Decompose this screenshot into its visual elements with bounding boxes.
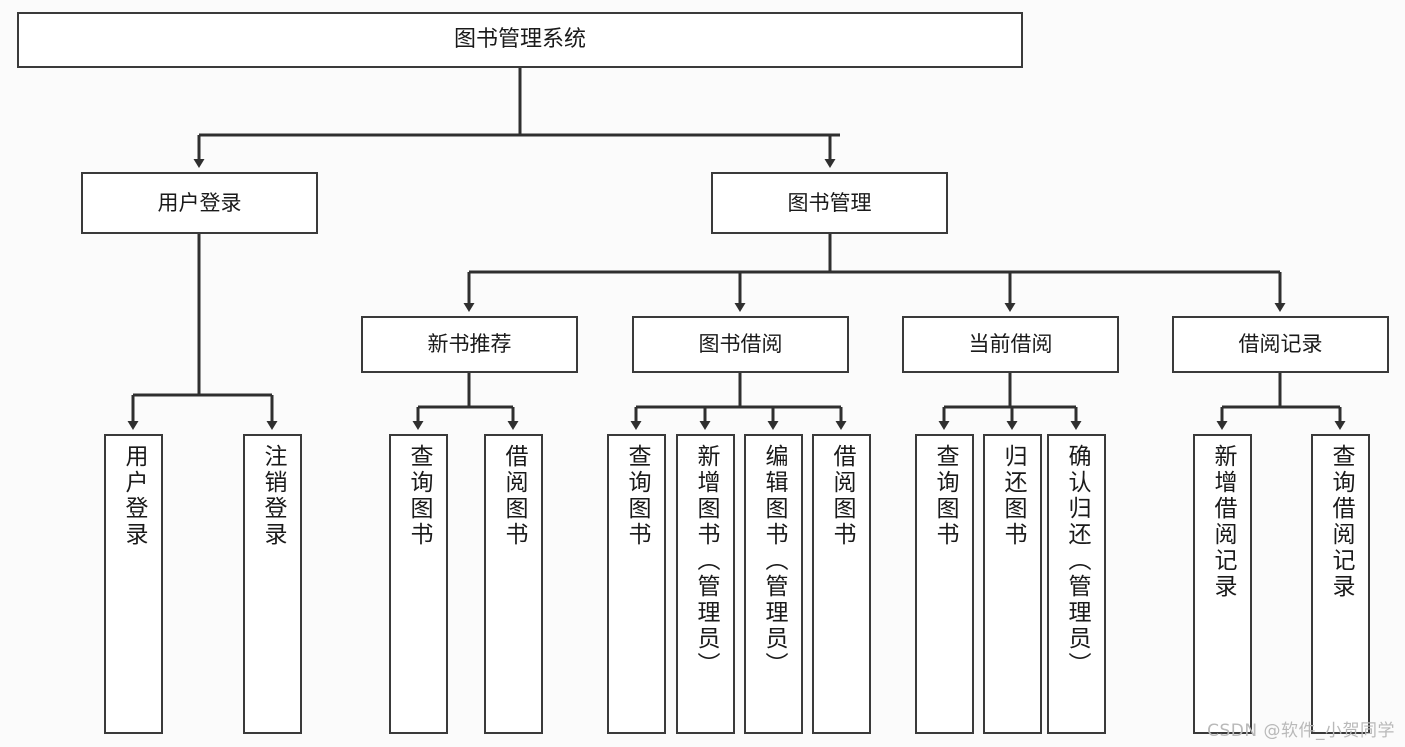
node-label: 归还图书 [1000, 444, 1026, 548]
node-root-book-management-system[interactable]: 图书管理系统 [17, 12, 1023, 68]
node-label: 借阅图书 [501, 444, 527, 548]
node-label: 用户登录 [121, 444, 147, 548]
node-label: 编辑图书（管理员） [761, 444, 787, 678]
node-label: 借阅记录 [1238, 332, 1323, 357]
leaf-current-return-book[interactable]: 归还图书 [983, 434, 1042, 734]
node-book-management[interactable]: 图书管理 [711, 172, 948, 234]
node-label: 新增图书（管理员） [693, 444, 719, 678]
node-label: 查询借阅记录 [1328, 444, 1354, 600]
node-label: 图书管理 [787, 190, 872, 215]
node-label: 图书借阅 [698, 332, 783, 357]
node-label: 图书管理系统 [453, 27, 586, 53]
node-current-borrow[interactable]: 当前借阅 [902, 316, 1119, 373]
leaf-user-login-signin[interactable]: 用户登录 [104, 434, 163, 734]
leaf-current-confirm-return-admin[interactable]: 确认归还（管理员） [1047, 434, 1106, 734]
node-label: 确认归还（管理员） [1064, 444, 1090, 678]
node-borrow-record[interactable]: 借阅记录 [1172, 316, 1389, 373]
leaf-borrow-add-book-admin[interactable]: 新增图书（管理员） [676, 434, 735, 734]
node-label: 查询图书 [406, 444, 432, 548]
node-label: 当前借阅 [968, 332, 1053, 357]
leaf-recommend-borrow-book[interactable]: 借阅图书 [484, 434, 543, 734]
leaf-borrow-edit-book-admin[interactable]: 编辑图书（管理员） [744, 434, 803, 734]
node-user-login[interactable]: 用户登录 [81, 172, 318, 234]
node-label: 查询图书 [624, 444, 650, 548]
node-label: 新增借阅记录 [1210, 444, 1236, 600]
leaf-user-login-signout[interactable]: 注销登录 [243, 434, 302, 734]
leaf-recommend-query-book[interactable]: 查询图书 [389, 434, 448, 734]
leaf-record-query-borrow-record[interactable]: 查询借阅记录 [1311, 434, 1370, 734]
node-label: 新书推荐 [427, 332, 512, 357]
node-book-borrow[interactable]: 图书借阅 [632, 316, 849, 373]
node-label: 查询图书 [932, 444, 958, 548]
leaf-borrow-borrow-book[interactable]: 借阅图书 [812, 434, 871, 734]
node-label: 注销登录 [260, 444, 286, 548]
leaf-record-add-borrow-record[interactable]: 新增借阅记录 [1193, 434, 1252, 734]
leaf-current-query-book[interactable]: 查询图书 [915, 434, 974, 734]
node-label: 借阅图书 [829, 444, 855, 548]
node-label: 用户登录 [157, 190, 242, 215]
leaf-borrow-query-book[interactable]: 查询图书 [607, 434, 666, 734]
node-new-book-recommend[interactable]: 新书推荐 [361, 316, 578, 373]
